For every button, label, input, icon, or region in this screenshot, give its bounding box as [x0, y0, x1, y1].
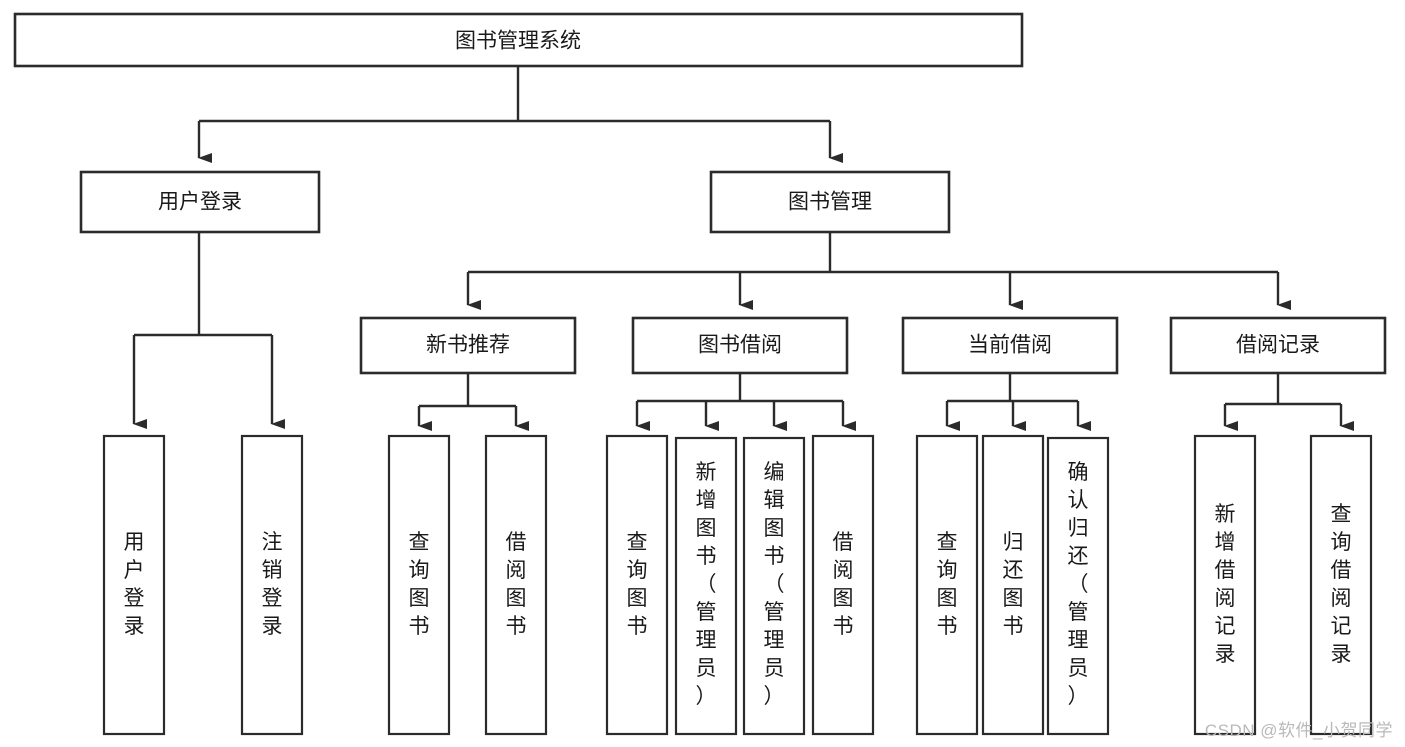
node-borrow-record[interactable]: 借阅记录: [1169, 316, 1387, 375]
leaf-label-new-book-borrow: 借阅图书: [506, 531, 527, 638]
node-book-manage[interactable]: 图书管理: [709, 170, 951, 234]
node-label-book-manage: 图书管理: [788, 191, 872, 214]
leaf-label-new-book-query: 查询图书: [409, 531, 430, 638]
node-label-new-book-recommend: 新书推荐: [426, 334, 510, 357]
node-user-login[interactable]: 用户登录: [79, 170, 321, 234]
leaf-label-book-borrow-add: 新增图书（管理员）: [696, 461, 717, 708]
leaf-book-borrow-edit[interactable]: 编辑图书（管理员）: [742, 436, 806, 736]
leaf-book-borrow-borrow[interactable]: 借阅图书: [811, 434, 875, 736]
leaf-label-user-login-login: 用户登录: [124, 531, 145, 638]
watermark-text: CSDN @软件_小贺同学: [1204, 721, 1393, 740]
leaf-new-book-query[interactable]: 查询图书: [387, 434, 451, 736]
leaf-borrow-record-query[interactable]: 查询借阅记录: [1309, 434, 1373, 736]
node-label-root: 图书管理系统: [455, 30, 581, 53]
leaf-current-borrow-confirm[interactable]: 确认归还（管理员）: [1046, 436, 1110, 736]
leaf-label-book-borrow-query: 查询图书: [627, 531, 648, 638]
connector-layer: [132, 66, 1354, 431]
leaf-book-borrow-add[interactable]: 新增图书（管理员）: [674, 436, 738, 736]
leaf-current-borrow-query[interactable]: 查询图书: [915, 434, 979, 736]
node-label-user-login: 用户登录: [158, 191, 242, 214]
leaf-label-current-borrow-query: 查询图书: [937, 531, 958, 638]
leaf-label-current-borrow-return: 归还图书: [1003, 531, 1024, 638]
leaf-label-borrow-record-query: 查询借阅记录: [1331, 503, 1352, 666]
leaf-new-book-borrow[interactable]: 借阅图书: [484, 434, 548, 736]
node-current-borrow[interactable]: 当前借阅: [901, 316, 1119, 375]
node-label-borrow-record: 借阅记录: [1236, 334, 1320, 357]
node-label-book-borrow: 图书借阅: [698, 334, 782, 357]
leaf-book-borrow-query[interactable]: 查询图书: [605, 434, 669, 736]
node-root-system[interactable]: 图书管理系统: [13, 12, 1024, 68]
leaf-label-borrow-record-add: 新增借阅记录: [1215, 503, 1236, 666]
node-label-current-borrow: 当前借阅: [968, 334, 1052, 357]
leaf-borrow-record-add[interactable]: 新增借阅记录: [1193, 434, 1257, 736]
node-new-book-recommend[interactable]: 新书推荐: [359, 316, 577, 375]
leaf-label-book-borrow-edit: 编辑图书（管理员）: [764, 461, 785, 708]
leaf-user-login-login[interactable]: 用户登录: [102, 434, 166, 736]
leaf-label-current-borrow-confirm: 确认归还（管理员）: [1068, 461, 1089, 708]
node-book-borrow[interactable]: 图书借阅: [631, 316, 849, 375]
leaf-current-borrow-return[interactable]: 归还图书: [981, 434, 1045, 736]
leaf-user-login-logout[interactable]: 注销登录: [240, 434, 304, 736]
leaf-label-user-login-logout: 注销登录: [262, 531, 283, 638]
leaf-label-book-borrow-borrow: 借阅图书: [833, 531, 854, 638]
